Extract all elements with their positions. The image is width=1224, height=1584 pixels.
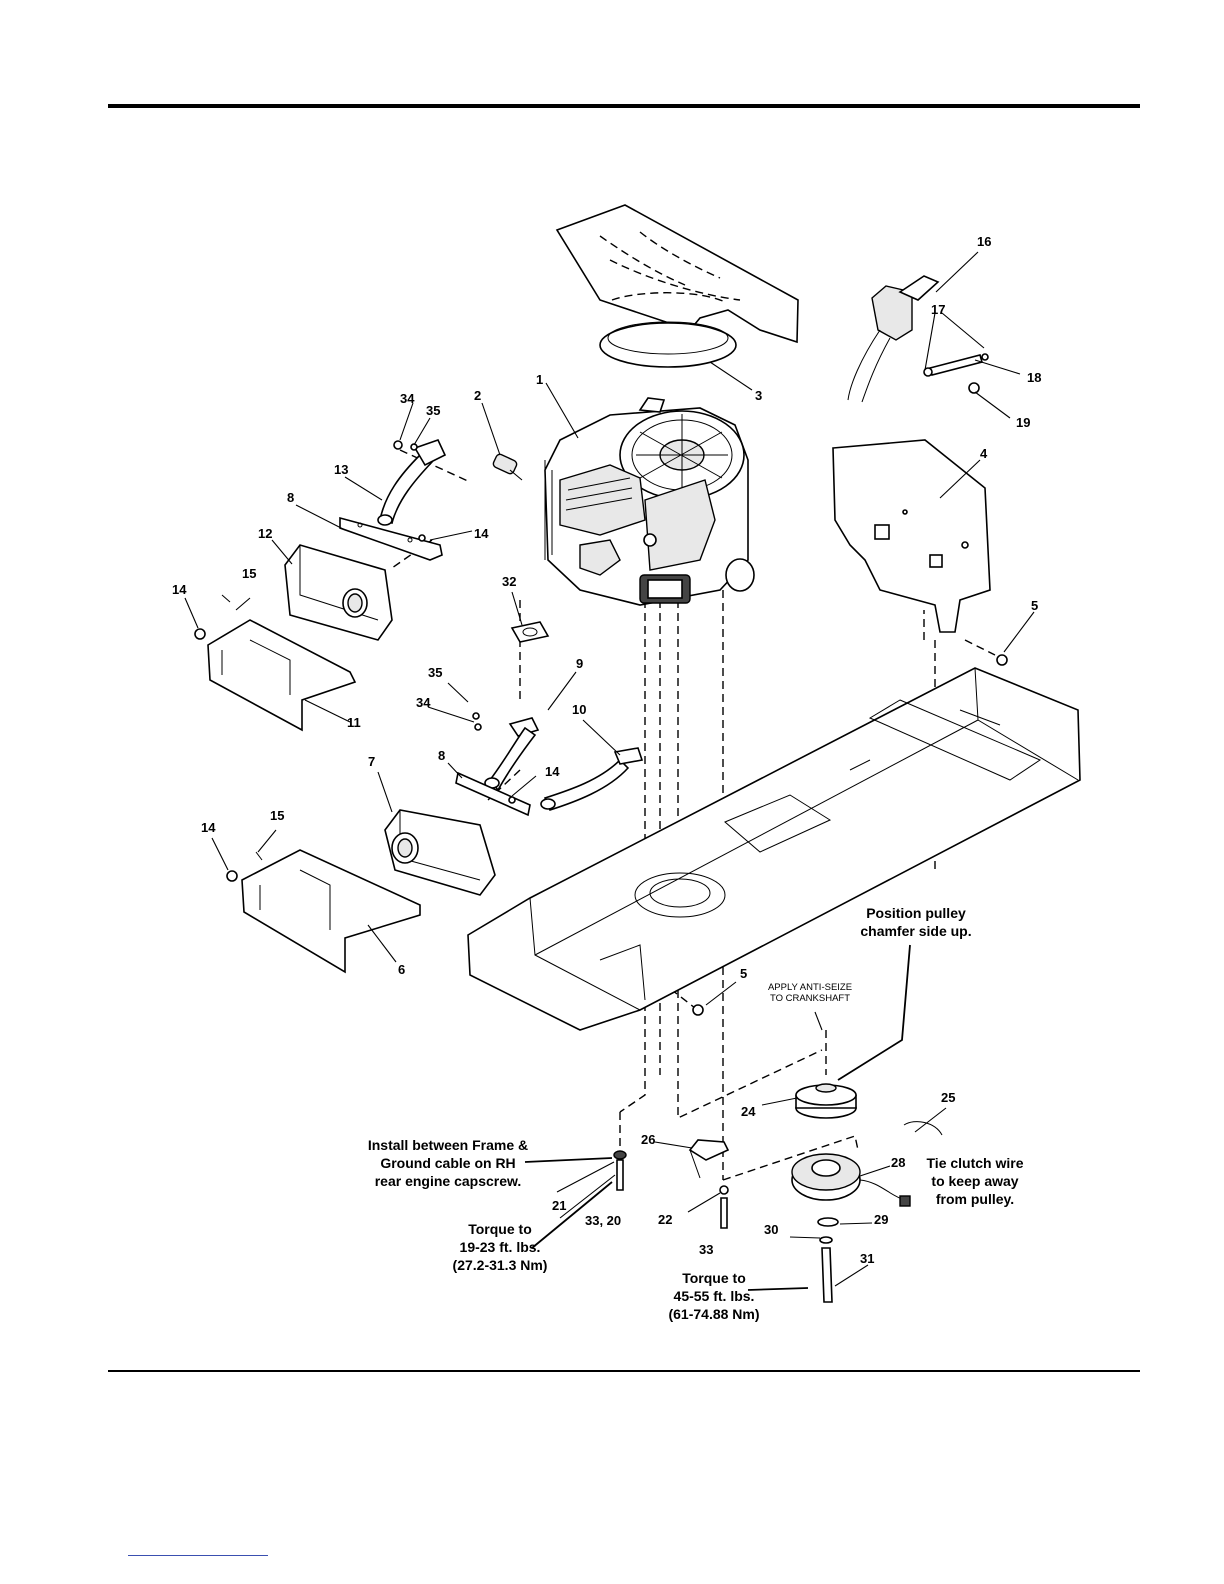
note-torque2-line3: (61-74.88 Nm) <box>668 1306 759 1322</box>
callout-14-lower-shield: 14 <box>201 820 216 835</box>
callout-numbers: 1 2 3 4 5 5 6 7 8 8 9 10 11 12 13 14 14 … <box>172 234 1041 1266</box>
note-torque2-line2: 45-55 ft. lbs. <box>674 1288 755 1304</box>
callout-8-lower: 8 <box>438 748 445 763</box>
callout-15-upper: 15 <box>242 566 256 581</box>
callout-14-lower-bracket: 14 <box>545 764 560 779</box>
footer-link-underline[interactable] <box>128 1555 268 1556</box>
footer-rule <box>108 1370 1140 1372</box>
callout-13: 13 <box>334 462 348 477</box>
callout-34-lower: 34 <box>416 695 431 710</box>
callout-7: 7 <box>368 754 375 769</box>
note-pulley-line2: chamfer side up. <box>860 923 971 939</box>
callout-26: 26 <box>641 1132 655 1147</box>
note-torque1-line1: Torque to <box>468 1221 532 1237</box>
note-clutch-line2: to keep away <box>931 1173 1018 1189</box>
callout-10: 10 <box>572 702 586 717</box>
lower-muffler-assembly <box>226 621 644 974</box>
callout-12: 12 <box>258 526 272 541</box>
note-antiseize-line2: TO CRANKSHAFT <box>770 993 850 1004</box>
callout-35-upper: 35 <box>426 403 440 418</box>
note-install-line2: Ground cable on RH <box>380 1155 515 1171</box>
callout-17: 17 <box>931 302 945 317</box>
assembly-notes: Position pulley chamfer side up. APPLY A… <box>368 905 1024 1322</box>
callout-35-lower: 35 <box>428 665 442 680</box>
note-pulley-line1: Position pulley <box>866 905 966 921</box>
note-clutch-line1: Tie clutch wire <box>927 1155 1024 1171</box>
leader-lines <box>184 251 1035 1291</box>
callout-34-upper: 34 <box>400 391 415 406</box>
engine-shroud <box>555 204 799 368</box>
callout-32: 32 <box>502 574 516 589</box>
callout-24: 24 <box>741 1104 756 1119</box>
callout-21: 21 <box>552 1198 566 1213</box>
callout-31: 31 <box>860 1251 874 1266</box>
callout-33: 33 <box>699 1242 713 1257</box>
note-torque1-line2: 19-23 ft. lbs. <box>460 1239 541 1255</box>
callout-3: 3 <box>755 388 762 403</box>
callout-8-upper: 8 <box>287 490 294 505</box>
note-clutch-line3: from pulley. <box>936 1191 1014 1207</box>
header-rule <box>108 104 1140 108</box>
engine <box>544 397 755 606</box>
callout-5-frame-front: 5 <box>740 966 747 981</box>
tractor-frame <box>467 654 1081 1031</box>
note-antiseize-line1: APPLY ANTI-SEIZE <box>768 982 852 993</box>
callout-29: 29 <box>874 1212 888 1227</box>
callout-19: 19 <box>1016 415 1030 430</box>
callout-11: 11 <box>347 715 361 730</box>
callout-14-upper-shield: 14 <box>172 582 187 597</box>
callout-1: 1 <box>536 372 543 387</box>
drive-components <box>613 1083 943 1303</box>
upper-muffler-assembly <box>194 439 447 732</box>
callout-16: 16 <box>977 234 991 249</box>
callout-2: 2 <box>474 388 481 403</box>
callout-15-lower: 15 <box>270 808 284 823</box>
callout-25: 25 <box>941 1090 955 1105</box>
note-torque1-line3: (27.2-31.3 Nm) <box>453 1257 548 1273</box>
throttle-control <box>847 275 989 403</box>
note-torque2-line1: Torque to <box>682 1270 746 1286</box>
callout-33-20: 33, 20 <box>585 1213 621 1228</box>
callout-30: 30 <box>764 1222 778 1237</box>
note-install-line1: Install between Frame & <box>368 1137 528 1153</box>
callout-5-frame-right: 5 <box>1031 598 1038 613</box>
callout-6: 6 <box>398 962 405 977</box>
callout-18: 18 <box>1027 370 1041 385</box>
note-install-line3: rear engine capscrew. <box>375 1173 522 1189</box>
fuel-filter <box>492 453 523 481</box>
callout-9: 9 <box>576 656 583 671</box>
heat-shield <box>832 439 991 633</box>
callout-4: 4 <box>980 446 988 461</box>
callout-22: 22 <box>658 1212 672 1227</box>
callout-14-upper-bracket: 14 <box>474 526 489 541</box>
callout-28: 28 <box>891 1155 905 1170</box>
